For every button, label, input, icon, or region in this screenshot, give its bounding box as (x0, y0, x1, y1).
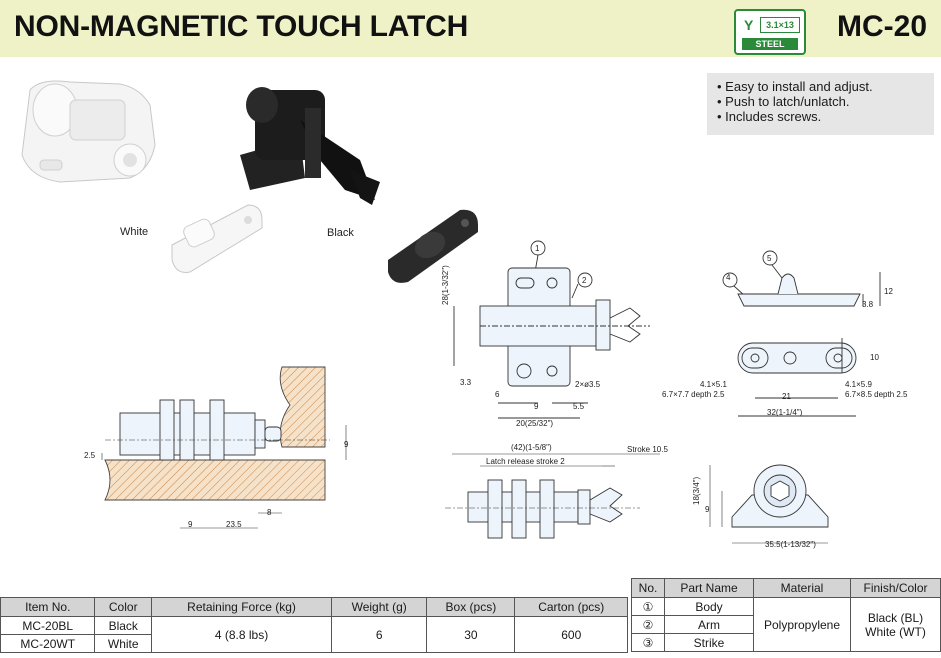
installation-drawing (101, 366, 347, 529)
dim-holes: 2×ø3.5 (575, 380, 601, 389)
part-name-cell: Body (664, 597, 754, 616)
callout-5: 5 (767, 254, 772, 263)
dim-end-height: 18(3/4") (692, 476, 701, 505)
white-label: White (120, 226, 149, 238)
col-no: No. (631, 578, 665, 598)
steel-label: STEEL (742, 38, 798, 50)
steel-badge: Y 3.1×13 STEEL (734, 9, 806, 55)
callout-4: 4 (726, 273, 731, 282)
dim-end-9: 9 (705, 505, 710, 514)
dim-slot-right-depth: 6.7×8.5 depth 2.5 (845, 390, 908, 399)
part-no-cell: ③ (631, 633, 665, 652)
feature-item: • Push to latch/unlatch. (717, 94, 850, 109)
product-photos (21, 80, 478, 283)
finish-black: Black (BL) (867, 610, 924, 625)
dim-slot-left-depth: 6.7×7.7 depth 2.5 (662, 390, 725, 399)
col-item-no: Item No. (0, 597, 96, 617)
finish-white: White (WT) (865, 624, 926, 639)
spec-table: Item No. Color Retaining Force (kg) Weig… (0, 597, 628, 653)
dim-pitch: 21 (782, 392, 791, 401)
finish-cell: Black (BL) White (WT) (850, 597, 941, 652)
part-no-cell: ① (631, 597, 665, 616)
color-cell: White (94, 634, 152, 653)
col-force: Retaining Force (kg) (150, 597, 333, 617)
material-cell: Polypropylene (753, 597, 851, 652)
feature-item: • Includes screws. (717, 109, 822, 124)
white-latch-photo (21, 80, 156, 183)
side-view-drawing (445, 453, 660, 539)
dim-release-stroke: Latch release stroke 2 (486, 457, 565, 466)
part-no-cell: ② (631, 615, 665, 634)
dim-6: 6 (495, 390, 500, 399)
table-row: MC-20WT White (0, 634, 628, 653)
item-no-cell: MC-20BL (0, 616, 96, 635)
col-color: Color (94, 597, 152, 617)
col-carton: Carton (pcs) (514, 597, 628, 617)
dim-strike-12: 12 (884, 287, 893, 296)
end-view-drawing (709, 464, 829, 544)
part-name-cell: Strike (664, 633, 754, 652)
page-title: NON-MAGNETIC TOUCH LATCH (14, 10, 469, 43)
dim-end-width: 35.5(1-13/32") (765, 540, 816, 549)
box-cell: 30 (426, 616, 516, 653)
col-material: Material (753, 578, 851, 598)
black-label: Black (327, 227, 354, 239)
black-latch-photo (240, 87, 380, 205)
parts-table: No. Part Name Material Finish/Color ① Bo… (631, 578, 941, 652)
dim-strike-width: 32(1-1/4") (767, 408, 803, 417)
model-number: MC-20 (836, 10, 927, 43)
dim-strike-10: 10 (870, 353, 879, 362)
col-part-name: Part Name (664, 578, 754, 598)
dim-install-8: 8 (267, 508, 272, 517)
feature-item: • Easy to install and adjust. (717, 79, 873, 94)
callout-2: 2 (582, 276, 587, 285)
dim-3-3: 3.3 (460, 378, 472, 387)
dim-install-9: 9 (188, 520, 193, 529)
col-box: Box (pcs) (426, 597, 516, 617)
dim-slot-right: 4.1×5.9 (845, 380, 872, 389)
item-no-cell: MC-20WT (0, 634, 96, 653)
dim-install-9-v: 9 (344, 440, 349, 449)
strike-drawings (722, 250, 881, 417)
color-cell: Black (94, 616, 152, 635)
table-row: ② Arm (631, 615, 941, 634)
dim-width: 20(25/32") (516, 419, 554, 428)
screw-icon: Y (744, 17, 754, 33)
latch-top-view-drawing (453, 240, 650, 419)
dim-slot-left: 4.1×5.1 (700, 380, 727, 389)
dim-stroke: Stroke 10.5 (627, 445, 668, 454)
features-box: • Easy to install and adjust. • Push to … (707, 73, 934, 135)
weight-cell: 6 (331, 616, 428, 653)
carton-cell: 600 (514, 616, 628, 653)
col-finish: Finish/Color (850, 578, 941, 598)
dim-total-length: (42)(1-5/8") (511, 443, 552, 452)
black-strike-photo (388, 209, 478, 283)
dim-height: 28(1-3/32") (441, 265, 450, 305)
dim-strike-3-8: 3.8 (862, 300, 874, 309)
dim-9: 9 (534, 402, 539, 411)
callout-1: 1 (535, 244, 540, 253)
part-name-cell: Arm (664, 615, 754, 634)
white-strike-photo (171, 204, 263, 273)
screw-spec: 3.1×13 (760, 17, 800, 33)
dim-install-23-5: 23.5 (226, 520, 242, 529)
col-weight: Weight (g) (331, 597, 428, 617)
table-row: ③ Strike (631, 633, 941, 652)
table-row: MC-20BL Black 4 (8.8 lbs) 6 30 600 (0, 616, 628, 653)
table-row: ① Body Polypropylene Black (BL) White (W… (631, 597, 941, 652)
dim-5-5: 5.5 (573, 402, 585, 411)
dim-install-2-5: 2.5 (84, 451, 96, 460)
force-cell: 4 (8.8 lbs) (150, 616, 333, 653)
